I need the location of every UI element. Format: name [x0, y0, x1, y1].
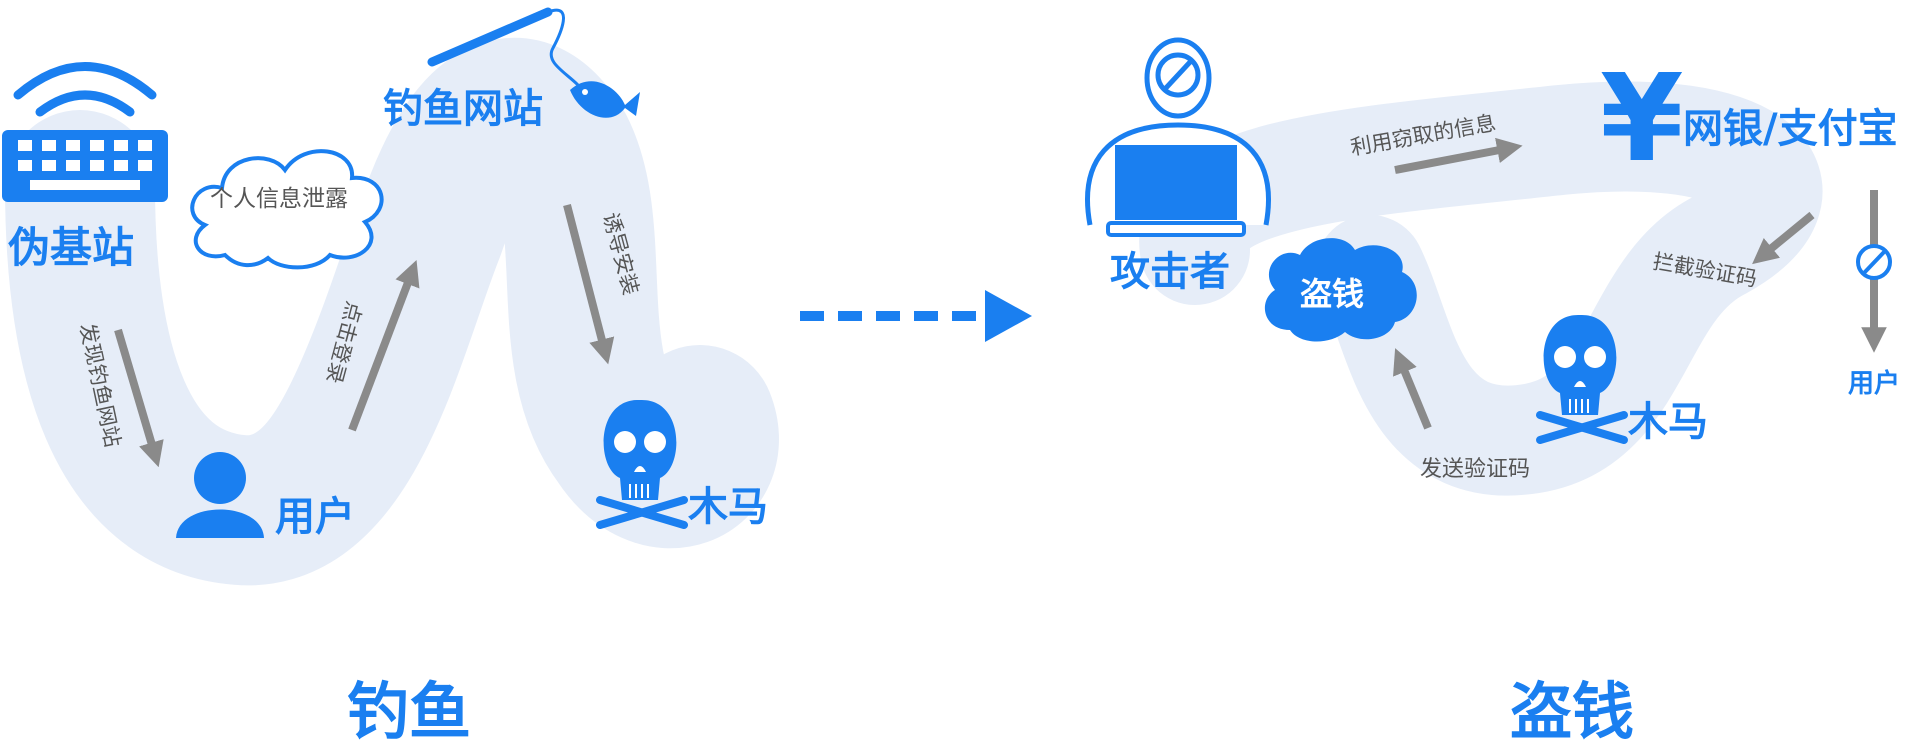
arrow-send-code [1393, 348, 1432, 430]
send-code-step-label: 发送验证码 [1420, 457, 1530, 482]
skull-crossbones-icon [1536, 314, 1628, 444]
cloud-icon [1264, 238, 1417, 342]
arrow-click-login [348, 260, 420, 432]
cloud-bubble-icon [190, 149, 384, 270]
skull-crossbones-icon [596, 399, 688, 529]
bank-payment-label: 网银/支付宝 [1683, 106, 1898, 152]
fake-base-station-label: 伪基站 [8, 223, 134, 272]
fish-icon [570, 81, 640, 118]
phishing-site-label: 钓鱼网站 [383, 86, 543, 132]
blocked-icon [1155, 52, 1201, 98]
arrow-install [563, 203, 615, 365]
trojan-label-left: 木马 [688, 484, 768, 530]
arrow-use-stolen-info [1394, 137, 1523, 174]
fishing-rod-icon [427, 7, 580, 87]
attacker-label: 攻击者 [1110, 249, 1230, 295]
steal-cloud-text: 盗钱 [1300, 275, 1364, 313]
leak-bubble-text: 个人信息泄露 [210, 186, 348, 212]
blocked-icon [1856, 244, 1892, 280]
arrow-right-icon [800, 290, 1032, 342]
user-icon [176, 452, 264, 538]
stealing-path-band [1139, 81, 1823, 496]
yen-icon: ¥ [1600, 50, 1684, 189]
arrow-discover [114, 328, 164, 468]
stealing-title: 盗钱 [1510, 675, 1634, 743]
wifi-keyboard-icon [2, 62, 168, 202]
user-label: 用户 [275, 494, 355, 540]
phishing-title: 钓鱼 [347, 675, 471, 743]
laptop-icon [1106, 145, 1246, 237]
right-user-label: 用户 [1848, 368, 1900, 399]
arrow-intercept [1752, 211, 1815, 265]
trojan-label-right: 木马 [1628, 399, 1708, 445]
